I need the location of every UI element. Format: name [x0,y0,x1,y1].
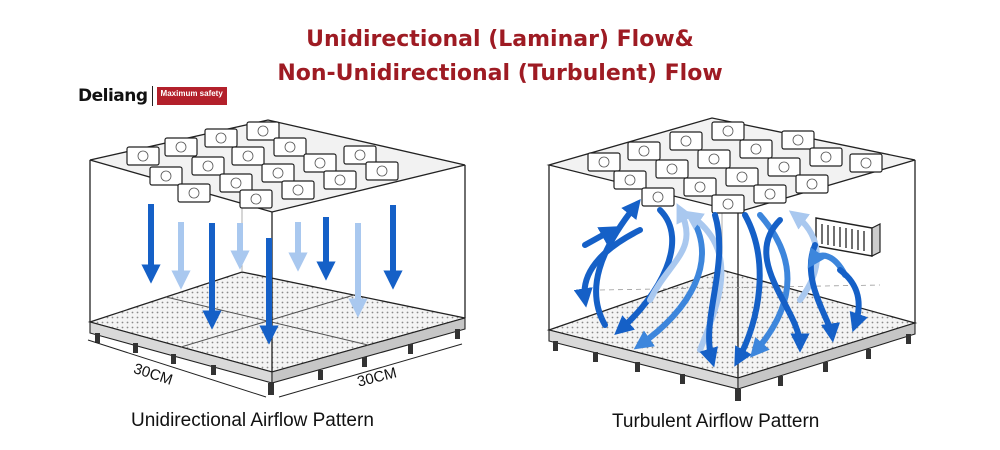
swirl-arrow [763,217,810,353]
brand-logo: Deliang Maximum safety [78,86,227,106]
swirl-arrow [593,199,641,328]
title-line-2: Non-Unidirectional (Turbulent) Flow [277,61,723,86]
logo-divider [151,86,153,106]
wall-air-vent [815,217,881,257]
ffu-ceiling [89,119,466,213]
swirl-arrow [647,203,694,303]
raised-floor [87,271,466,395]
swirl-arrow [633,212,705,350]
laminar-cleanroom [87,119,466,398]
laminar-arrows [141,204,403,345]
swirl-arrow [699,212,723,368]
swirl-arrow [573,227,643,308]
swirl-arrow [837,267,868,333]
logo-wordmark: Deliang [78,86,148,106]
logo-badge: Maximum safety [156,87,227,105]
fan-filter-units [126,121,399,209]
caption-turbulent: Turbulent Airflow Pattern [612,411,820,432]
swirl-arrow [614,207,676,336]
dimension-lines [87,339,463,398]
title-line-1: Unidirectional (Laminar) Flow& [306,27,694,52]
swirl-arrow [582,226,619,248]
turbulent-cleanroom [546,117,918,401]
raised-floor [546,269,918,401]
turbulent-arrows [573,199,868,368]
ffu-ceiling [546,117,916,214]
swirl-arrow [734,212,763,367]
caption-unidirectional: Unidirectional Airflow Pattern [131,410,374,431]
fan-filter-units [587,121,883,214]
